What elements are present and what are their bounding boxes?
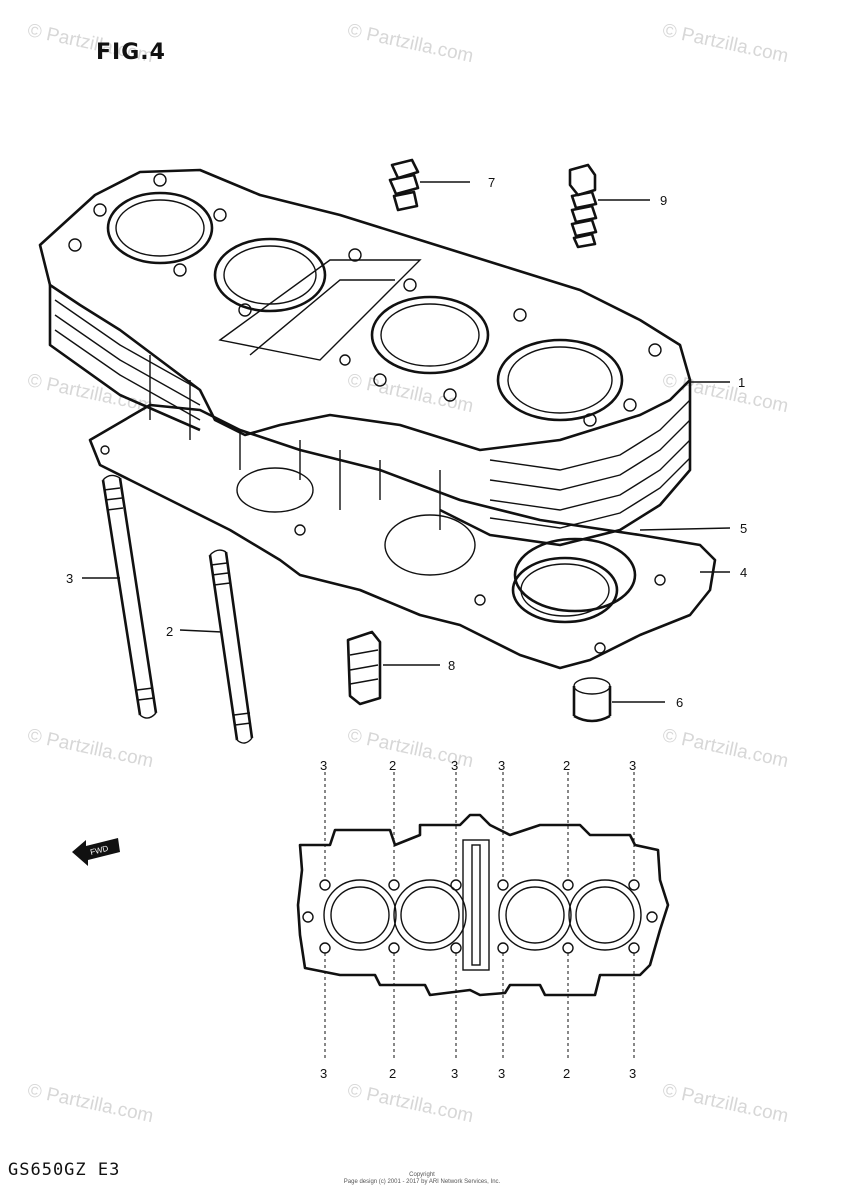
callout-9: 9	[660, 193, 667, 208]
copyright-line: Page design (c) 2001 - 2017 by ARI Netwo…	[343, 1179, 501, 1185]
callout-1: 1	[738, 375, 745, 390]
bolt-label-bottom: 3	[498, 1066, 505, 1081]
callout-3: 3	[66, 571, 73, 586]
copyright: Copyright Page design (c) 2001 - 2017 by…	[0, 1172, 844, 1186]
stud-long	[101, 474, 158, 719]
bolt-label-bottom: 3	[320, 1066, 327, 1081]
damper-7	[388, 158, 420, 212]
bolt-label-bottom: 3	[629, 1066, 636, 1081]
bolt-label-top: 2	[563, 758, 570, 773]
callout-2: 2	[166, 624, 173, 639]
callout-5: 5	[740, 521, 747, 536]
cylinder-block	[38, 168, 692, 547]
bolt-label-top: 3	[629, 758, 636, 773]
bolt-label-top: 3	[498, 758, 505, 773]
figure-title: FIG.4	[96, 40, 166, 65]
bolt-label-top: 3	[320, 758, 327, 773]
callout-8: 8	[448, 658, 455, 673]
fwd-arrow: FWD	[72, 838, 120, 866]
base-gasket	[88, 403, 717, 670]
bolt-label-top: 3	[451, 758, 458, 773]
callout-7: 7	[488, 175, 495, 190]
plan-view	[296, 772, 670, 1060]
leader-lines	[82, 181, 731, 703]
bolt-label-top: 2	[389, 758, 396, 773]
stud-short	[208, 549, 254, 744]
damper-8	[346, 630, 382, 706]
o-ring	[513, 537, 637, 613]
copyright-line: Copyright	[409, 1172, 435, 1178]
dowel-pin	[572, 677, 612, 723]
bolt-label-bottom: 2	[389, 1066, 396, 1081]
fwd-label: FWD	[89, 844, 109, 857]
bolt-label-bottom: 2	[563, 1066, 570, 1081]
model-code: GS650GZ E3	[8, 1160, 121, 1180]
callout-4: 4	[740, 565, 747, 580]
callout-6: 6	[676, 695, 683, 710]
damper-9	[568, 163, 598, 249]
bolt-label-bottom: 3	[451, 1066, 458, 1081]
